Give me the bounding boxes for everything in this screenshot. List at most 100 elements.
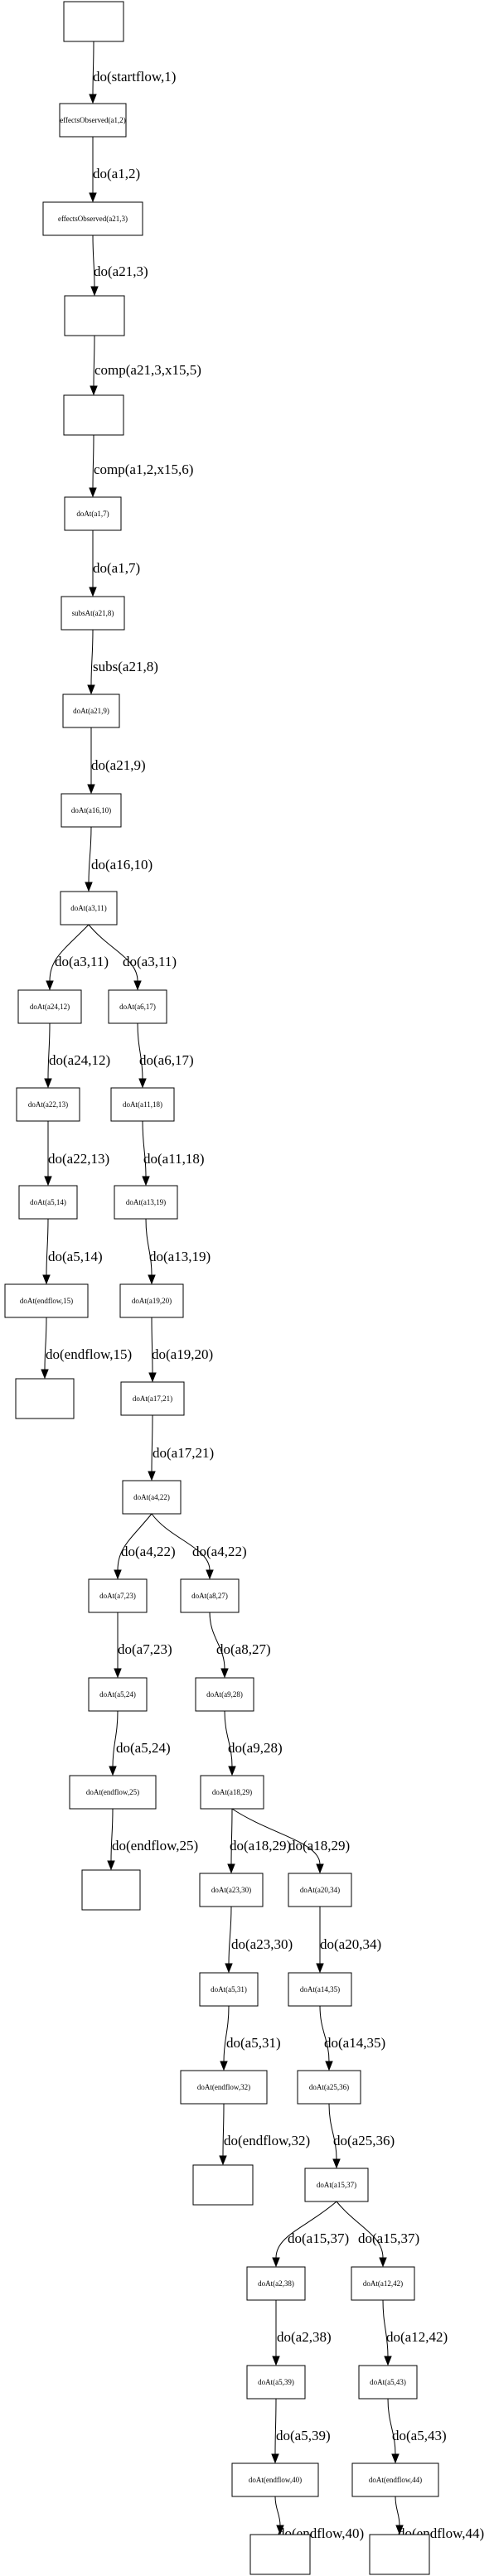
state-node: doAt(a8,27) [180, 1578, 240, 1613]
state-node: doAt(a1,7) [64, 496, 122, 531]
edge-n35-n36: do(a15,37) [272, 2201, 349, 2268]
arrowhead [46, 980, 54, 991]
node-label: doAt(a20,34) [300, 1886, 340, 1894]
edge-line [142, 1120, 147, 1177]
node-box [62, 694, 120, 728]
edge-line [117, 1513, 153, 1571]
arrowhead [219, 2155, 227, 2166]
edge-line [47, 1022, 51, 1080]
arrowhead [276, 2525, 284, 2535]
node-box [200, 1775, 264, 1810]
arrowhead [42, 1274, 51, 1285]
node-box [369, 2534, 430, 2575]
arrowhead [89, 94, 97, 104]
state-node: effectsObserved(a1,2) [59, 103, 127, 138]
edge-label: do(a24,12) [49, 1052, 110, 1068]
state-node: doAt(a17,21) [120, 1381, 185, 1416]
edge-label: do(a18,29) [288, 1838, 350, 1853]
edge-line [319, 2005, 330, 2062]
arrowhead [148, 1372, 157, 1383]
node-label: doAt(a16,10) [71, 806, 111, 814]
node-label: doAt(a2,38) [258, 2279, 294, 2288]
arrowhead [148, 1274, 156, 1285]
state-node: doAt(endflow,32) [180, 2070, 268, 2105]
edge-n28-n30: do(a23,30) [225, 1906, 293, 1974]
node-label: doAt(a5,14) [30, 1198, 66, 1206]
edge-label: do(endflow,32) [224, 2133, 310, 2148]
node-label: doAt(endflow,25) [86, 1788, 139, 1796]
edge-line [88, 924, 138, 982]
arrowhead [384, 2356, 392, 2366]
edge-n15-n17: do(a13,19) [145, 1218, 211, 1285]
node-box [42, 201, 143, 236]
edge-line [387, 2398, 396, 2455]
edge-label: do(a15,37) [288, 2230, 349, 2246]
edge-label: do(a19,20) [152, 1346, 213, 1362]
node-box [180, 2070, 268, 2105]
edge-n26-n28: do(a18,29) [227, 1808, 291, 1874]
arrowhead [90, 286, 99, 297]
edge-label: do(a8,27) [216, 1641, 271, 1657]
node-box [180, 1578, 240, 1613]
edge-n20-n21: do(a4,22) [114, 1513, 176, 1580]
state-node: doAt(a15,37) [304, 2168, 369, 2202]
edge-label: do(a12,42) [386, 2329, 448, 2345]
node-label: doAt(a5,43) [370, 2378, 406, 2386]
arrowhead [89, 487, 97, 498]
edge-n16-n18: do(endflow,15) [41, 1317, 132, 1380]
node-label: effectsObserved(a1,2) [60, 116, 126, 124]
arrowhead [206, 1569, 214, 1580]
arrowhead [325, 2061, 333, 2071]
node-box [192, 2164, 254, 2206]
node-box [120, 1381, 185, 1416]
edge-label: do(a4,22) [192, 1544, 247, 1559]
node-box [297, 2070, 361, 2105]
edge-label: do(a14,35) [324, 2035, 385, 2051]
edge-line [209, 1612, 225, 1670]
edge-n19-n20: do(a17,21) [148, 1414, 214, 1481]
node-box [199, 1873, 264, 1907]
edge-n38-n40: do(a5,39) [271, 2398, 331, 2464]
terminal-node [192, 2164, 254, 2206]
edge-label: do(a3,11) [123, 954, 177, 969]
edge-n22-n24: do(a8,27) [209, 1612, 271, 1679]
state-node: doAt(a14,35) [288, 1972, 352, 2007]
state-node: doAt(a5,39) [246, 2365, 306, 2400]
state-node: doAt(a3,11) [60, 891, 118, 926]
edge-label: do(a5,31) [226, 2035, 281, 2051]
state-node: subsAt(a21,8) [61, 596, 125, 631]
state-node: doAt(a21,9) [62, 694, 120, 728]
edge-label: do(a1,7) [93, 560, 140, 576]
node-label: doAt(a5,24) [99, 1690, 136, 1699]
node-box [246, 2266, 306, 2301]
node-label: doAt(a9,28) [206, 1690, 243, 1699]
node-label: doAt(a12,42) [363, 2279, 403, 2288]
node-box [88, 1578, 148, 1613]
node-box [249, 2534, 311, 2575]
state-node: doAt(endflow,15) [4, 1283, 89, 1318]
edge-label: subs(a21,8) [93, 659, 158, 674]
edge-line [88, 826, 92, 883]
node-box [114, 1185, 178, 1220]
node-label: doAt(a7,23) [99, 1592, 136, 1600]
node-label: doAt(endflow,40) [249, 2476, 302, 2484]
node-box [351, 2266, 415, 2301]
edge-label: comp(a1,2,x15,6) [94, 462, 193, 477]
edge-label: do(a5,39) [276, 2428, 331, 2443]
state-node: doAt(a24,12) [17, 989, 82, 1024]
edge-line [274, 2496, 281, 2526]
edge-label: do(a16,10) [91, 857, 153, 872]
edge-label: do(endflow,25) [112, 1838, 198, 1853]
node-box [63, 1, 124, 42]
arrowhead [332, 2158, 341, 2169]
node-box [16, 1087, 80, 1122]
state-node: doAt(a19,20) [119, 1283, 184, 1318]
edge-n17-n19: do(a19,20) [148, 1317, 213, 1383]
arrowhead [107, 1860, 115, 1871]
arrowhead [87, 784, 95, 795]
edge-n31-n33: do(a14,35) [319, 2005, 385, 2071]
terminal-node [249, 2534, 311, 2575]
state-node: doAt(a6,17) [108, 989, 167, 1024]
edge-line [151, 1513, 211, 1571]
state-node: doAt(a22,13) [16, 1087, 80, 1122]
